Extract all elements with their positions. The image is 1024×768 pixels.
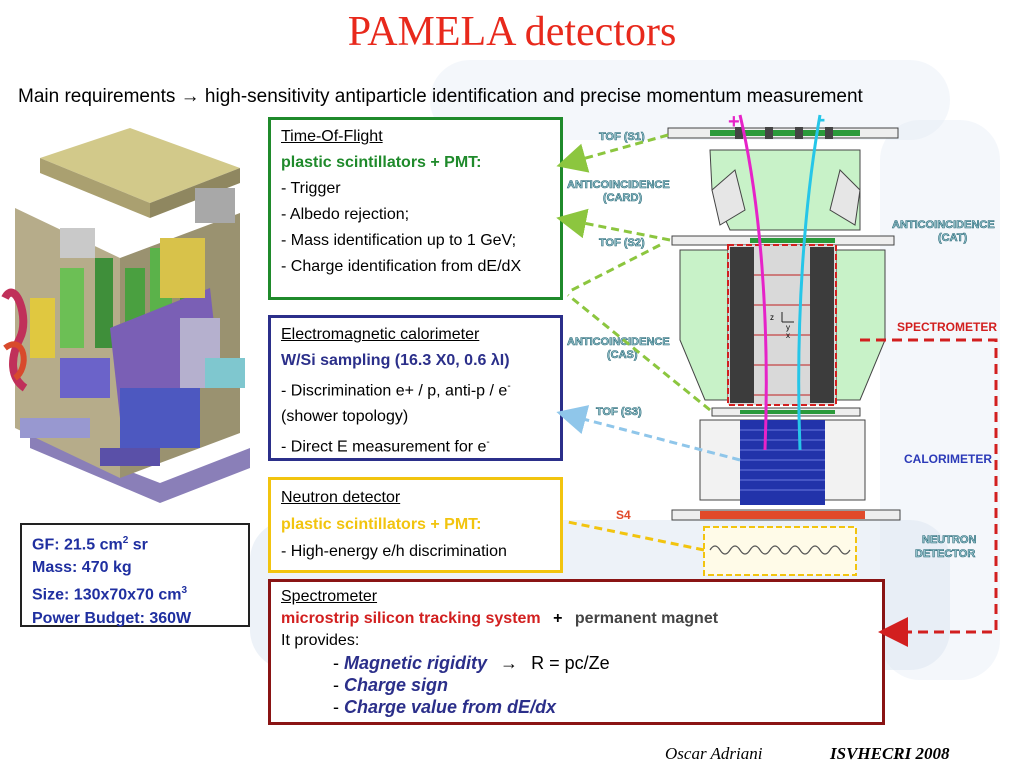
cas-label-line2: (CAS) (607, 349, 638, 361)
neutron-subheading: plastic scintillators + PMT: (281, 516, 482, 533)
cat-label-line1: ANTICOINCIDENCE (892, 219, 995, 231)
calo-item: - Direct E measurement for e- (281, 437, 490, 456)
neutron-item: - High-energy e/h discrimination (281, 543, 507, 560)
axis-z-label: z (770, 313, 774, 322)
plus-charge-label: + (728, 111, 740, 133)
neutron-heading: Neutron detector (281, 489, 401, 506)
gf-spec: GF: 21.5 cm2 sr (32, 535, 148, 554)
cat-label-line2: (CAT) (938, 232, 967, 244)
tof-s2-label: TOF (S2) (599, 237, 645, 249)
spec-item-rigidity: - Magnetic rigidity → R = pc/Ze (333, 653, 610, 673)
footer-conference: ISVHECRI 2008 (830, 744, 950, 763)
tof-item: - Mass identification up to 1 GeV; (281, 232, 517, 249)
calo-item: (shower topology) (281, 408, 409, 426)
size-spec: Size: 130x70x70 cm3 (32, 585, 188, 604)
axis-y-label: y (786, 323, 790, 332)
card-label-line1: ANTICOINCIDENCE (567, 179, 670, 191)
subtitle: Main requirements → high-sensitivity ant… (18, 86, 863, 107)
spec-item-charge-sign: - Charge sign (333, 675, 449, 695)
instrument-illustration (1, 128, 250, 503)
spec-provides: It provides: (281, 632, 360, 649)
tof-info-box: Time-Of-Flight plastic scintillators + P… (268, 117, 563, 300)
tof-item: - Charge identification from dE/dX (281, 258, 522, 275)
calo-item: - Discrimination e+ / p, anti-p / e- (281, 381, 511, 400)
neutron-label-line2: DETECTOR (915, 548, 975, 560)
calorimeter-label: CALORIMETER (904, 452, 992, 466)
axis-x-label: x (786, 331, 790, 340)
tof-subheading: plastic scintillators + PMT: (281, 154, 482, 171)
tof-s3-label: TOF (S3) (596, 406, 642, 418)
calorimeter-info-box: Electromagnetic calorimeter W/Si samplin… (268, 315, 563, 461)
neutron-info-box: Neutron detector plastic scintillators +… (268, 477, 563, 573)
tof-item: - Albedo rejection; (281, 206, 410, 223)
specs-box: GF: 21.5 cm2 sr Mass: 470 kg Size: 130x7… (20, 523, 250, 627)
detector-schematic: z y x + - TOF (S1) ANTICOINCIDENCE (CARD… (567, 106, 997, 576)
power-spec: Power Budget: 360W (32, 609, 192, 627)
tof-item: - Trigger (281, 180, 341, 197)
tof-heading: Time-Of-Flight (281, 128, 383, 145)
spec-heading: Spectrometer (281, 588, 378, 605)
mass-spec: Mass: 470 kg (32, 559, 132, 577)
spec-subheading: microstrip silicon tracking system + per… (281, 610, 719, 627)
cas-label-line1: ANTICOINCIDENCE (567, 336, 670, 348)
calo-heading: Electromagnetic calorimeter (281, 326, 480, 343)
spec-item-charge-value: - Charge value from dE/dx (333, 697, 557, 717)
calo-subheading: W/Si sampling (16.3 X0, 0.6 λI) (281, 352, 510, 369)
neutron-label-line1: NEUTRON (922, 534, 976, 546)
page-title: PAMELA detectors (347, 9, 677, 55)
spectrometer-info-box: Spectrometer microstrip silicon tracking… (268, 579, 885, 725)
card-label-line2: (CARD) (603, 192, 642, 204)
tof-s1-label: TOF (S1) (599, 131, 645, 143)
minus-charge-label: - (818, 106, 825, 131)
spectrometer-label: SPECTROMETER (897, 320, 997, 334)
s4-label: S4 (616, 508, 631, 522)
footer-author: Oscar Adriani (665, 744, 763, 763)
